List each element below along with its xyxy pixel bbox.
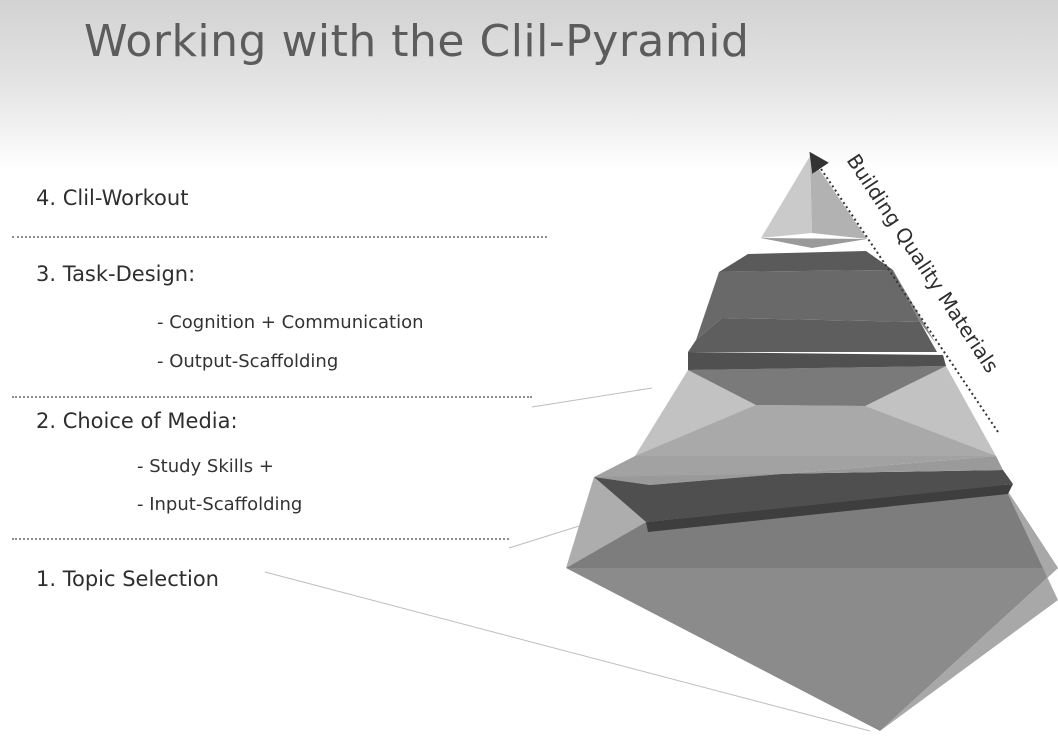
level-4-heading: 4. Clil-Workout	[36, 186, 189, 210]
divider-3-2	[12, 396, 532, 398]
divider-4-3	[12, 236, 547, 238]
divider-2-1	[12, 538, 509, 540]
pyramid-layer-1	[566, 477, 1058, 731]
header-band	[0, 0, 1058, 170]
level-3-item-cognition: - Cognition + Communication	[157, 312, 424, 333]
pyramid-layer-4	[761, 156, 867, 248]
slide-title: Working with the Clil-Pyramid	[84, 16, 750, 67]
pyramid-band-1-2	[594, 470, 1013, 532]
level-2-item-input: - Input-Scaffolding	[137, 494, 303, 515]
pyramid-layer-2	[594, 366, 1003, 485]
level-3-item-output: - Output-Scaffolding	[157, 351, 339, 372]
level-1-heading: 1. Topic Selection	[36, 567, 219, 591]
level-2-heading: 2. Choice of Media:	[36, 409, 238, 433]
connector-lines	[264, 387, 871, 732]
pyramid-band-2-3	[688, 318, 946, 370]
level-2-item-study-skills: - Study Skills +	[137, 456, 274, 477]
level-3-heading: 3. Task-Design:	[36, 262, 196, 286]
